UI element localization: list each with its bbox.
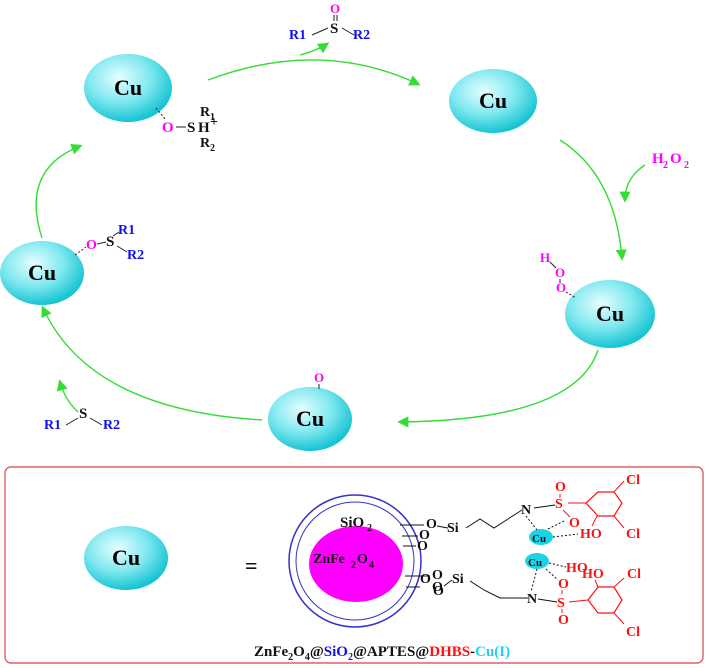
- arrow-h2o2-in: [619, 164, 646, 203]
- svg-text:R2: R2: [353, 28, 370, 43]
- svg-text:O: O: [558, 577, 569, 592]
- svg-text:O: O: [432, 568, 443, 583]
- material-caption: ZnFe2O4@SiO2@APTES@DHBS-Cu(I): [254, 644, 510, 663]
- svg-text:2: 2: [684, 160, 689, 171]
- svg-text:R1: R1: [118, 223, 135, 238]
- svg-text:S: S: [555, 497, 563, 512]
- arrow-sulfide-in: [56, 379, 79, 413]
- svg-text:2: 2: [351, 560, 356, 571]
- svg-text:H: H: [652, 151, 664, 167]
- svg-text:N: N: [527, 592, 537, 607]
- svg-text:HO: HO: [580, 527, 602, 542]
- svg-text:H: H: [540, 250, 550, 265]
- cu-sphere-bottom: Cu: [268, 387, 352, 451]
- surface-ligand-complex: O O O Si N O O O O Si N S O O Cl Cl HO: [400, 473, 641, 640]
- svg-text:O: O: [420, 572, 431, 587]
- svg-text:R: R: [200, 136, 211, 151]
- svg-text:O: O: [555, 480, 566, 495]
- legend-cu-sphere: Cu: [84, 526, 168, 590]
- equals-sign: =: [245, 553, 258, 578]
- svg-text:O: O: [432, 580, 443, 595]
- hydrogen-peroxide: H 2 O 2: [652, 151, 689, 171]
- cu-sphere-left: Cu: [0, 241, 84, 305]
- svg-text:H: H: [198, 120, 210, 136]
- svg-text:R: R: [200, 105, 211, 120]
- cu-label: Cu: [479, 88, 507, 113]
- svg-text:O: O: [556, 280, 566, 295]
- svg-text:O: O: [433, 584, 444, 599]
- svg-text:Cl: Cl: [626, 473, 640, 488]
- svg-text:O: O: [670, 151, 682, 167]
- svg-text:1: 1: [210, 112, 215, 123]
- svg-text:2: 2: [367, 523, 372, 534]
- svg-text:O: O: [419, 528, 430, 543]
- cu-sphere-right: Cu: [565, 280, 655, 348]
- cu-label: Cu: [596, 301, 624, 326]
- sulfoxide-product: O S R1 R2: [289, 1, 370, 43]
- arrow-left-up: [35, 143, 83, 239]
- cu-label: Cu: [296, 406, 324, 431]
- svg-text:N: N: [521, 503, 531, 518]
- oxo-intermediate: O: [314, 370, 324, 389]
- svg-text:R1: R1: [44, 418, 61, 433]
- svg-text:S: S: [330, 21, 338, 37]
- svg-text:Si: Si: [452, 572, 464, 587]
- svg-text:2: 2: [210, 143, 215, 154]
- arrow-bottom-right: [397, 349, 599, 428]
- svg-text:O: O: [357, 552, 368, 567]
- hydroperoxo-intermediate: H O O: [540, 250, 577, 299]
- svg-text:S: S: [187, 120, 195, 136]
- svg-text:O: O: [86, 238, 97, 253]
- cu-label: Cu: [112, 545, 140, 570]
- sulfide-substrate: R1 S R2: [44, 406, 120, 433]
- svg-text:S: S: [557, 596, 565, 611]
- svg-text:R2: R2: [127, 248, 144, 263]
- arrow-bottom-left: [41, 305, 263, 421]
- sulfonium-intermediate: O S H + R 1 R 2: [155, 105, 218, 154]
- svg-text:S: S: [106, 234, 114, 250]
- svg-text:O: O: [330, 1, 340, 16]
- arrow-top: [207, 59, 421, 86]
- core-shell-nanoparticle: SiO 2 ZnFe 2 O 4: [288, 494, 422, 628]
- arrow-right-upper: [559, 139, 627, 261]
- svg-text:ZnFe2O4@SiO2@APTES@DHBS-Cu(I): ZnFe2O4@SiO2@APTES@DHBS-Cu(I): [254, 644, 510, 663]
- svg-text:SiO: SiO: [340, 515, 364, 531]
- svg-text:2: 2: [663, 160, 668, 171]
- svg-text:Si: Si: [447, 521, 459, 536]
- bound-sulfoxide-intermediate: O S R1 R2: [74, 223, 144, 263]
- svg-text:+: +: [210, 115, 218, 130]
- svg-text:O: O: [417, 539, 428, 554]
- cu-sphere-top-left: Cu: [84, 54, 172, 122]
- svg-text:O: O: [162, 120, 174, 136]
- svg-text:S: S: [79, 406, 87, 422]
- legend-frame: [4, 466, 704, 664]
- svg-text:R1: R1: [289, 28, 306, 43]
- svg-text:O: O: [569, 516, 580, 531]
- svg-text:HO: HO: [566, 561, 588, 576]
- svg-text:4: 4: [369, 560, 374, 571]
- cycle-arrows: [35, 42, 646, 428]
- svg-text:Cu: Cu: [532, 533, 546, 545]
- cu-sphere-top-right: Cu: [449, 69, 537, 133]
- svg-text:O: O: [314, 370, 324, 385]
- cu-label: Cu: [28, 260, 56, 285]
- svg-text:O: O: [555, 265, 565, 280]
- svg-text:O: O: [558, 613, 569, 628]
- svg-text:Cu: Cu: [528, 557, 542, 569]
- svg-text:Cl: Cl: [626, 625, 640, 640]
- svg-text:HO: HO: [582, 567, 604, 582]
- svg-text:Cl: Cl: [626, 527, 640, 542]
- arrow-top-branch: [299, 42, 330, 56]
- svg-text:R2: R2: [103, 418, 120, 433]
- svg-text:O: O: [426, 517, 437, 532]
- svg-text:Cl: Cl: [627, 567, 641, 582]
- core-label: ZnFe 2 O 4: [313, 552, 374, 571]
- svg-text:ZnFe: ZnFe: [313, 552, 345, 567]
- cu-label: Cu: [114, 75, 142, 100]
